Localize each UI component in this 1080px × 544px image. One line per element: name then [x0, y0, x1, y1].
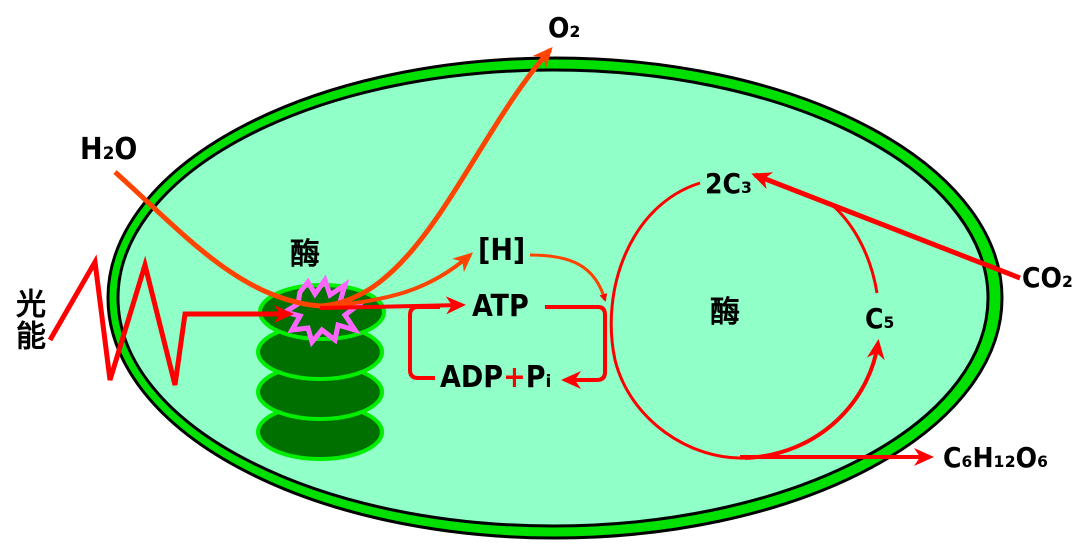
enzyme-label-light: 酶 — [290, 237, 320, 272]
pi-text: Pᵢ — [525, 360, 552, 395]
adp-to-atp — [408, 305, 440, 380]
light-energy-label: 光能 — [10, 288, 45, 352]
oxygen-label: O₂ — [548, 11, 581, 44]
atp-adp-loop — [545, 305, 607, 389]
glucose-label: C₆H₁₂O₆ — [943, 441, 1049, 474]
light-zigzag — [47, 254, 294, 386]
enzyme-label-dark: 酶 — [710, 295, 740, 330]
oxygen-arrow — [319, 47, 553, 309]
chloroplast — [106, 56, 1004, 540]
c3-label: 2C₃ — [705, 167, 753, 200]
calvin-cycle-left — [609, 181, 746, 460]
water-label: H₂O — [80, 132, 138, 167]
atp-label: ATP — [472, 289, 529, 324]
co2-arrow — [751, 172, 1021, 281]
h-to-cycle — [529, 253, 608, 302]
c5-arrow — [744, 339, 885, 460]
c5-label: C₅ — [865, 302, 895, 335]
co2-label: CO₂ — [1022, 261, 1073, 294]
adp-text: ADP — [440, 360, 504, 395]
water-arrow — [113, 170, 321, 309]
plus-sign: + — [503, 360, 526, 395]
granum — [256, 283, 386, 461]
adp-pi-label: ADP+Pᵢ — [440, 363, 551, 393]
h-arrow — [329, 252, 474, 308]
h-label: [H] — [478, 233, 526, 268]
flash-icon — [278, 274, 365, 348]
